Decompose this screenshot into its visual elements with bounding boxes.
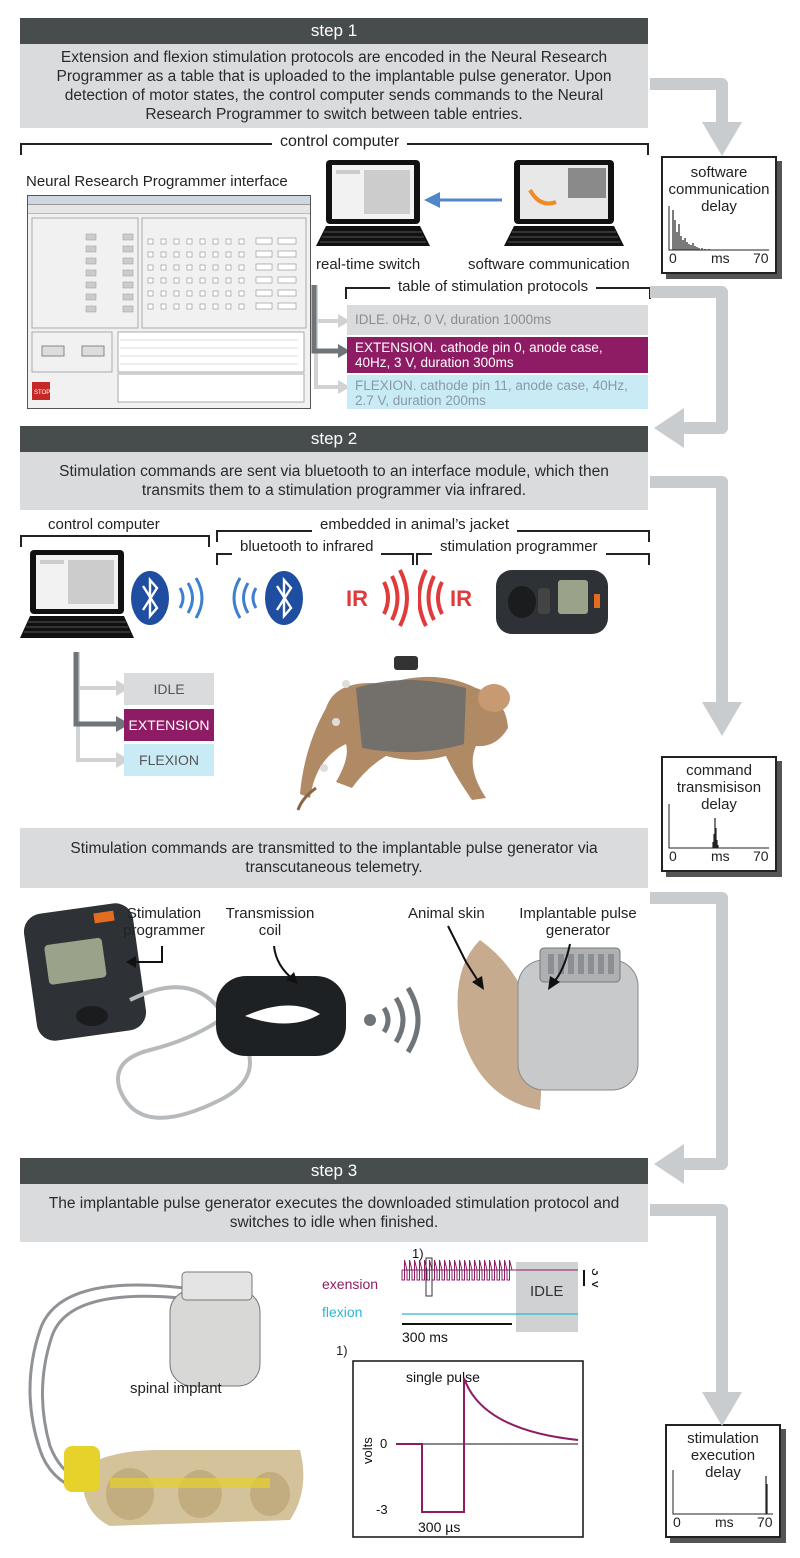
delay2-xmax: 70: [753, 848, 769, 864]
stimulation-trace: IDLE exension flexion 1) 3 V 300 ms: [322, 1246, 598, 1345]
delay3-xunit: ms: [715, 1514, 734, 1530]
state-extension: EXTENSION: [124, 709, 214, 741]
inset-marker-label-top: 1): [412, 1246, 424, 1261]
ir-label-1: IR: [346, 586, 368, 611]
control-computer-bracket-2: [20, 535, 210, 547]
delay1-xunit: ms: [711, 250, 730, 266]
delay1-xmax: 70: [753, 250, 769, 266]
nrp-interface-grid: STOP: [31, 217, 307, 403]
step3-description: The implantable pulse generator executes…: [20, 1184, 648, 1242]
software-delay-box: software communication delay 0 ms 70: [661, 156, 777, 274]
animal-skin-caption: Animal skin: [408, 905, 485, 922]
histogram-axis: [672, 1470, 773, 1515]
monkey-illustration: [296, 656, 510, 811]
command-delay-histogram: [668, 804, 769, 849]
step2-header: step 2: [20, 426, 648, 452]
protocol-flexion: FLEXION. cathode pin 11, anode case, 40H…: [347, 375, 648, 409]
delay1-xmin: 0: [669, 250, 677, 266]
flow-arrows: [650, 78, 742, 1426]
command-delay-box: command transmisison delay 0 ms 70: [661, 756, 777, 872]
idle-trace-label: IDLE: [530, 1283, 563, 1300]
inset-ylabel: volts: [360, 1437, 375, 1464]
execution-delay-title: stimulation execution delay: [687, 1430, 759, 1481]
software-delay-title: software communication delay: [668, 164, 770, 215]
extension-trace-label: exension: [322, 1276, 378, 1292]
telemetry-description: Stimulation commands are transmitted to …: [20, 828, 648, 888]
single-pulse-inset: single pulse volts 0 -3 300 µs: [352, 1360, 584, 1538]
control-computer-label-2: control computer: [40, 516, 168, 533]
step1-description: Extension and flexion stimulation protoc…: [20, 44, 648, 128]
delay3-xmax: 70: [757, 1514, 773, 1530]
stim-prog-label: stimulation programmer: [432, 538, 606, 555]
bluetooth-icon: [131, 571, 204, 625]
protocol-switch-arrows: [311, 285, 350, 394]
software-laptop-icon: [504, 160, 624, 246]
transmission-coil-caption: Transmission coil: [220, 905, 320, 939]
programmer-and-coil: [23, 903, 346, 1120]
histogram-axis: [668, 804, 769, 849]
ir-transmitter-icon: IR: [346, 569, 409, 627]
state-switch-arrows: [73, 652, 130, 768]
stimulation-programmer-device: [496, 570, 608, 634]
implantable-pulse-generator-image: [457, 940, 639, 1110]
realtime-switch-label: real-time switch: [316, 256, 421, 273]
skin-pointer-arrows: [447, 925, 571, 990]
step2-description: Stimulation commands are sent via blueto…: [20, 452, 648, 510]
ir-receiver-icon: IR: [418, 569, 472, 627]
single-pulse-title-text: single pulse: [406, 1369, 480, 1385]
state-flexion: FLEXION: [124, 744, 214, 776]
inset-pulse-waveform: [396, 1377, 579, 1513]
realtime-laptop-icon: [316, 160, 430, 246]
protocol-extension: EXTENSION. cathode pin 0, anode case, 40…: [347, 337, 648, 373]
spinal-implant-illustration: [28, 1271, 304, 1526]
single-pulse-title: single pulse: [406, 1369, 480, 1385]
ipg-caption: Implantable pulse generator: [512, 905, 644, 939]
command-delay-title: command transmisison delay: [676, 762, 762, 813]
inset-duration-label: 300 µs: [418, 1519, 460, 1535]
inset-y0-label: 0: [380, 1436, 387, 1451]
stim-programmer-text: Stimulation programmer: [123, 905, 205, 939]
delay3-xmin: 0: [673, 1514, 681, 1530]
software-communication-label: software communication: [468, 256, 630, 273]
time-scale-label: 300 ms: [402, 1329, 448, 1345]
telemetry-wave-icon: [364, 986, 421, 1054]
table-title: table of stimulation protocols: [390, 278, 597, 295]
control-computer-label: control computer: [272, 133, 408, 151]
state-idle: IDLE: [124, 673, 214, 705]
stop-sign-label: STOP: [34, 390, 50, 396]
step3-header: step 3: [20, 1158, 648, 1184]
delay2-xunit: ms: [711, 848, 730, 864]
jacket-label: embedded in animal’s jacket: [312, 516, 518, 533]
execution-delay-histogram: [672, 1470, 773, 1515]
flexion-trace-label: flexion: [322, 1304, 362, 1320]
ir-label-2: IR: [450, 586, 472, 611]
inset-y3-label: -3: [376, 1502, 388, 1517]
step1-header: step 1: [20, 18, 648, 44]
nrp-interface-label: Neural Research Programmer interface: [26, 173, 288, 190]
control-laptop-icon-2: [20, 550, 134, 638]
blue-arrow-icon: [424, 192, 502, 208]
stim-programmer-caption: Stimulation programmer: [118, 905, 210, 939]
spinal-implant-label: spinal implant: [130, 1380, 222, 1397]
software-delay-histogram: [668, 206, 769, 251]
execution-delay-box: stimulation execution delay 0 ms 70: [665, 1424, 781, 1538]
caption-pointer-arrows: [126, 945, 298, 984]
nrp-interface-window: STOP: [27, 195, 311, 409]
inset-marker-label: 1): [336, 1343, 348, 1358]
bt-ir-label: bluetooth to infrared: [232, 538, 382, 555]
protocol-idle: IDLE. 0Hz, 0 V, duration 1000ms: [347, 305, 648, 335]
transmission-coil-text: Transmission coil: [225, 905, 315, 939]
histogram-axis: [668, 206, 769, 251]
ipg-text: Implantable pulse generator: [519, 905, 637, 939]
delay2-xmin: 0: [669, 848, 677, 864]
bluetooth-receiver-icon: [232, 571, 303, 625]
voltage-scale-label: 3 V: [589, 1268, 598, 1290]
inset-marker-box: [425, 1257, 433, 1297]
